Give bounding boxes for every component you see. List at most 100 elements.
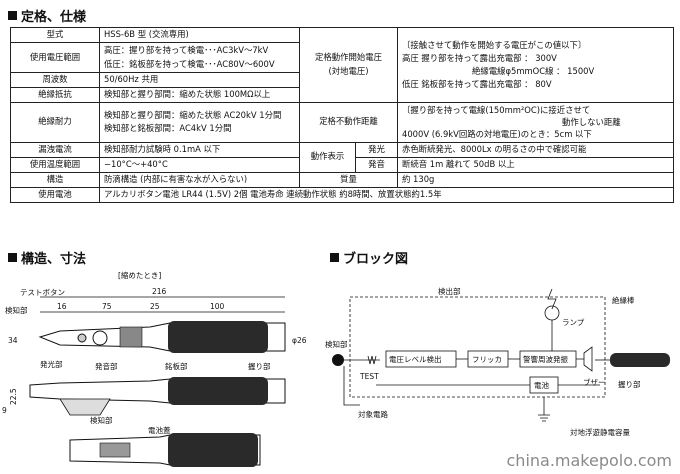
table-row: 使用温度範囲 −10°C～+40°C 発音 断続音 1m 離れて 50dB 以上	[10, 156, 674, 173]
structure-value: 防滴構造 (内部に有害な水が入らない)	[99, 171, 300, 188]
start-voltage-key-line2: (対地電圧)	[328, 66, 369, 76]
tester-side-grip	[168, 377, 268, 405]
test-button-label: テストボタン	[20, 288, 65, 297]
start-voltage-low: 低圧 銘板部を持って露出充電部 ： 80V	[402, 79, 552, 90]
structure-drawing: [縮めたとき] 216 16 75 25 100 テストボタン 検知部 34 φ…	[2, 270, 307, 467]
buzzer-icon	[576, 346, 593, 372]
level-detect-text: 電圧レベル検出	[389, 354, 442, 364]
start-voltage-note: 〔接触させて動作を開始する電圧がこの値以下〕	[402, 39, 587, 50]
detector2-label: 検知部	[90, 415, 113, 425]
target-line	[343, 366, 360, 406]
detector-label: 検知部	[5, 305, 28, 315]
battery-key: 使用電池	[10, 186, 100, 203]
freq-key: 周波数	[10, 72, 100, 88]
dim-25: 25	[150, 302, 160, 311]
light-key: 発光	[355, 141, 398, 158]
block-diagram: 検出部 検知部 電圧レベル検出 フリッカ 警響周波発振 ブザー ランプ TEST…	[325, 286, 670, 437]
test-label: TEST	[359, 372, 379, 381]
range-low: 低圧：銘板部を持って検電･･･AC80V～600V	[104, 58, 275, 69]
dim-100: 100	[210, 302, 225, 311]
dielectric-value: 検知部と握り部間：縮めた状態 AC20kV 1分間 検知部と銘板部間：AC4kV…	[99, 102, 300, 143]
table-row: 漏洩電流 検知部耐力試験時 0.1mA 以下 動作表示 発光 赤色断続発光、80…	[10, 141, 674, 173]
caption-text: [縮めたとき]	[118, 270, 161, 280]
dim-34: 34	[8, 336, 18, 345]
structure-key: 構造	[10, 171, 100, 188]
ground-icon	[538, 414, 550, 422]
dielectric-key: 絶縁耐力	[10, 102, 100, 143]
tester-bottom-grip	[168, 433, 258, 467]
temp-value: −10°C～+40°C	[99, 156, 300, 173]
sound-hole-icon	[92, 330, 108, 346]
insulation-key: 絶縁抵抗	[10, 87, 100, 103]
nonop-key: 定格不動作距離	[299, 102, 398, 143]
oscillator-text: 警響周波発振	[523, 354, 568, 364]
spec-title-text: 定格、仕様	[21, 10, 87, 25]
detector-boundary	[349, 296, 606, 398]
nonop-condition: 4000V (6.9kV回路の対地電圧)のとき：5cm 以下	[402, 129, 592, 140]
display-key: 動作表示	[299, 141, 356, 173]
dim-9: 9	[2, 406, 7, 415]
sound-part-label: 発音部	[95, 361, 118, 371]
leak-key: 漏洩電流	[10, 141, 100, 158]
table-row: 絶縁耐力 検知部と握り部間：縮めた状態 AC20kV 1分間 検知部と銘板部間：…	[10, 102, 674, 143]
model-value: HSS-6B 型 (交流専用)	[99, 27, 300, 43]
bullet-square-icon	[330, 253, 339, 262]
dim-75: 75	[102, 302, 112, 311]
mass-key: 質量	[299, 171, 398, 188]
table-row: 使用電池 アルカリボタン電池 LR44 (1.5V) 2個 電池寿命 連続動作状…	[10, 186, 674, 203]
light-window-icon	[77, 333, 87, 343]
grip-bar	[610, 353, 670, 367]
battery-text: 電池	[534, 380, 549, 390]
insulating-rod-label: 絶縁棒	[612, 295, 635, 305]
dim-22: 22.5	[9, 388, 18, 405]
battery-cover-icon	[99, 442, 131, 458]
resistor-icon	[367, 355, 377, 365]
structure-section-title: 構造、寸法	[8, 248, 86, 267]
target-label: 対象電路	[358, 409, 388, 419]
insulation-value: 検知部と握り部間：縮めた状態 100MΩ以上	[99, 87, 300, 103]
battery-value: アルカリボタン電池 LR44 (1.5V) 2個 電池寿命 連続動作状態 約8時…	[99, 186, 674, 203]
structure-title-text: 構造、寸法	[21, 252, 87, 267]
dielectric-line2: 検知部と銘板部間：AC4kV 1分間	[104, 123, 232, 134]
start-voltage-wire: 絶縁電線φ5mmOC線 ： 1500V	[472, 66, 595, 76]
flicker-text: フリッカ	[472, 355, 502, 364]
table-row: 絶縁抵抗 検知部と握り部間：縮めた状態 100MΩ以上	[10, 87, 674, 103]
temp-key: 使用温度範囲	[10, 156, 100, 173]
start-voltage-value: 〔接触させて動作を開始する電圧がこの値以下〕 高圧 握り部を持って露出充電部 ：…	[397, 27, 674, 103]
leak-value: 検知部耐力試験時 0.1mA 以下	[99, 141, 300, 158]
start-voltage-key: 定格動作開始電圧 (対地電圧)	[299, 27, 398, 103]
spec-table: 型式 HSS-6B 型 (交流専用) 定格動作開始電圧 (対地電圧) 〔接触させ…	[10, 27, 674, 203]
start-voltage-key-line1: 定格動作開始電圧	[315, 52, 382, 63]
start-voltage-high: 高圧 握り部を持って露出充電部 ： 300V	[402, 52, 557, 63]
detector-label: 検知部	[325, 339, 348, 349]
dielectric-line1: 検知部と握り部間：縮めた状態 AC20kV 1分間	[104, 110, 282, 121]
tester-nameplate	[119, 326, 143, 348]
dim-dia26: φ26	[292, 336, 307, 345]
sound-value: 断続音 1m 離れて 50dB 以上	[397, 156, 674, 173]
bullet-square-icon	[8, 253, 17, 262]
battery-block	[529, 376, 559, 394]
sound-key: 発音	[355, 156, 398, 173]
nonop-value: 〔握り部を持って電線(150mm²OC)に接近させて 動作しない距離 4000V…	[397, 102, 674, 143]
table-row: 構造 防滴構造 (内部に有害な水が入らない) 質量 約 130g	[10, 171, 674, 188]
model-key: 型式	[10, 27, 100, 43]
lamp-label: ランプ	[562, 318, 585, 327]
battery-cover-label: 電池蓋	[148, 425, 171, 435]
freq-value: 50/60Hz 共用	[99, 72, 300, 88]
nameplate-label: 銘板部	[165, 361, 188, 371]
range-value: 高圧：握り部を持って検電･･･AC3kV～7kV 低圧：銘板部を持って検電･･･…	[99, 42, 300, 73]
detector-top-label: 検出部	[438, 286, 461, 296]
lightning-icon	[547, 288, 557, 310]
tester-clip	[59, 398, 111, 416]
mass-value: 約 130g	[397, 171, 674, 188]
block-section-title: ブロック図	[330, 248, 408, 267]
light-part-label: 発光部	[40, 359, 63, 369]
dim-total: 216	[152, 287, 167, 296]
grip-label: 握り部	[248, 361, 271, 371]
probe-tip-icon	[332, 354, 344, 366]
grip-label: 握り部	[618, 379, 641, 389]
dim-16: 16	[57, 302, 67, 311]
watermark: china.makepolo.com	[506, 451, 673, 470]
bullet-square-icon	[8, 11, 17, 20]
tester-top-grip	[168, 321, 268, 353]
